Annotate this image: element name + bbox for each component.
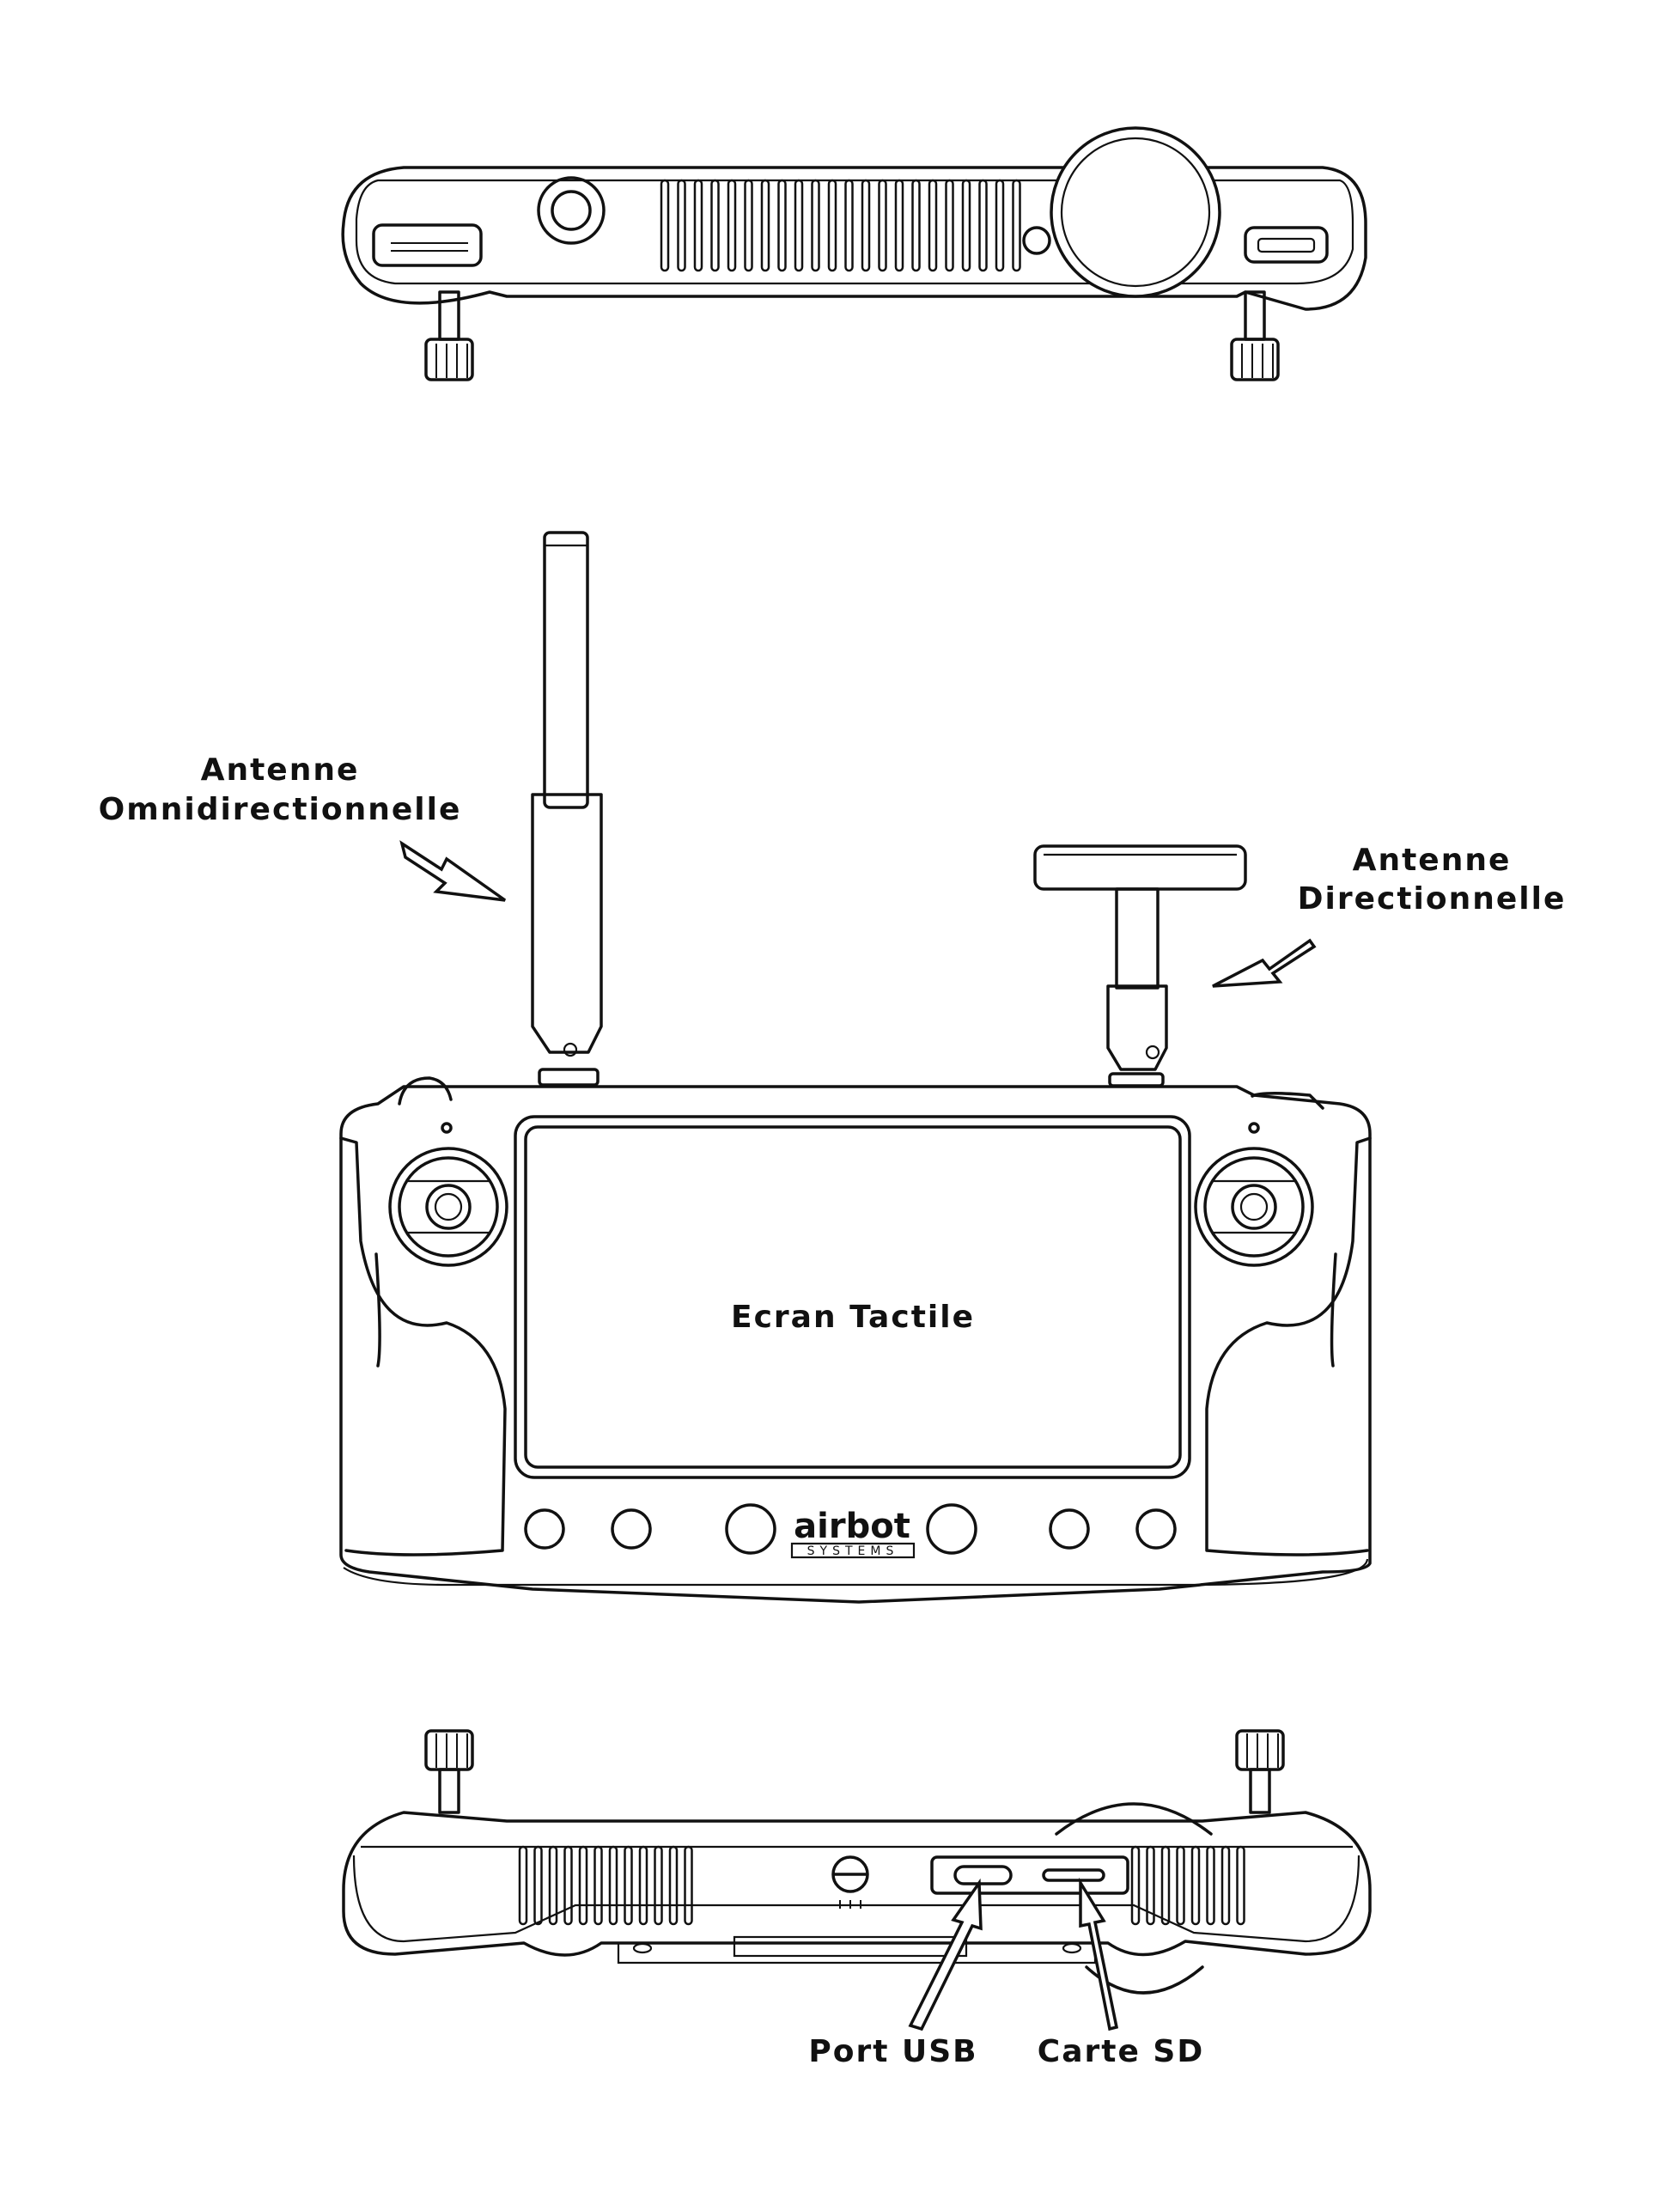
left-joystick[interactable] [388,1147,508,1267]
button-left-large[interactable] [725,1503,776,1555]
vent-slat [961,179,971,272]
vent-slat [1190,1845,1201,1926]
vent-slat [668,1845,679,1926]
bottom-vents-left [518,1845,693,1926]
vent-slat [684,1845,693,1926]
bottom-view: Port USB Carte SD [342,1729,1372,2069]
directional-antenna [1033,844,1247,1087]
vent-slat [777,179,787,272]
bottom-right-stick [1235,1729,1285,1814]
top-view [341,126,1367,381]
top-left-stick [424,290,474,381]
vent-slat [518,1845,528,1926]
vent-slat [608,1845,618,1926]
vent-slat [760,179,770,272]
vent-slat [928,179,938,272]
vent-slat [593,1845,603,1926]
svg-text:airbot: airbot [794,1507,910,1546]
vent-slat [693,179,703,272]
usb-port[interactable] [953,1865,1013,1885]
vent-slat [995,179,1005,272]
vent-slat [660,179,670,272]
vent-slat [844,179,854,272]
button-c4[interactable] [1135,1508,1177,1550]
airbot-logo: airbot SYSTEMS [790,1507,916,1559]
top-right-stick [1230,290,1280,381]
sd-card-slot[interactable] [1042,1868,1105,1882]
vent-slat [1160,1845,1171,1926]
button-c1[interactable] [524,1508,565,1550]
right-indicator-led [1248,1122,1260,1134]
omni-antenna-label-1: Antenne [201,752,360,788]
vent-slat [533,1845,543,1926]
vent-slat [654,1845,663,1926]
bottom-left-stick [424,1729,474,1814]
vent-slat [794,179,804,272]
vent-slat [1130,1845,1141,1926]
right-joystick[interactable] [1194,1147,1314,1267]
dir-antenna-label-2: Directionnelle [1298,881,1567,917]
vent-slat [945,179,954,272]
vent-slat [563,1845,573,1926]
vent-slat [1012,179,1021,272]
vent-slat [548,1845,558,1926]
vent-slat [827,179,837,272]
bottom-vents-right [1130,1845,1245,1926]
omni-antenna-label-2: Omnidirectionnelle [99,792,462,827]
vent-slat [744,179,753,272]
vent-slat [1176,1845,1185,1926]
directional-antenna-head-top [1050,126,1221,298]
left-indicator-led [441,1122,453,1134]
vent-slat [624,1845,633,1926]
dir-arrow [1212,938,1317,988]
button-right-large[interactable] [926,1503,977,1555]
button-c2[interactable] [611,1508,652,1550]
vent-slat [1236,1845,1245,1926]
bottom-screw [831,1855,869,1893]
vent-slat [677,179,686,272]
vent-slat [894,179,904,272]
vent-slat [578,1845,588,1926]
vent-slat [911,179,921,272]
vent-slat [727,179,737,272]
usb-label: Port USB [808,2034,977,2069]
right-port [1244,226,1329,264]
vent-slat [710,179,720,272]
omni-antenna [531,531,603,1087]
sd-label: Carte SD [1038,2034,1204,2069]
top-vents [660,179,1021,272]
top-knob [537,176,606,245]
small-led [1022,226,1051,255]
screen-label: Ecran Tactile [731,1300,975,1335]
vent-slat [1206,1845,1215,1926]
port-panel [930,1855,1129,1895]
vent-slat [1220,1845,1231,1926]
front-view: Ecran Tactile airbot SYSTEMS Antenne Omn… [99,531,1567,1604]
vent-slat [638,1845,648,1926]
vent-slat [811,179,820,272]
left-port [372,223,483,267]
vent-slat [861,179,871,272]
omni-arrow [399,840,507,902]
touch-screen[interactable]: Ecran Tactile [514,1115,1191,1479]
usb-arrow [908,1878,983,2031]
svg-text:SYSTEMS: SYSTEMS [807,1544,899,1558]
dir-antenna-label-1: Antenne [1353,843,1512,878]
vent-slat [978,179,988,272]
sd-arrow [1079,1877,1119,2031]
button-c3[interactable] [1049,1508,1090,1550]
controller-body [339,1085,1372,1604]
vent-slat [1146,1845,1155,1926]
vent-slat [878,179,887,272]
